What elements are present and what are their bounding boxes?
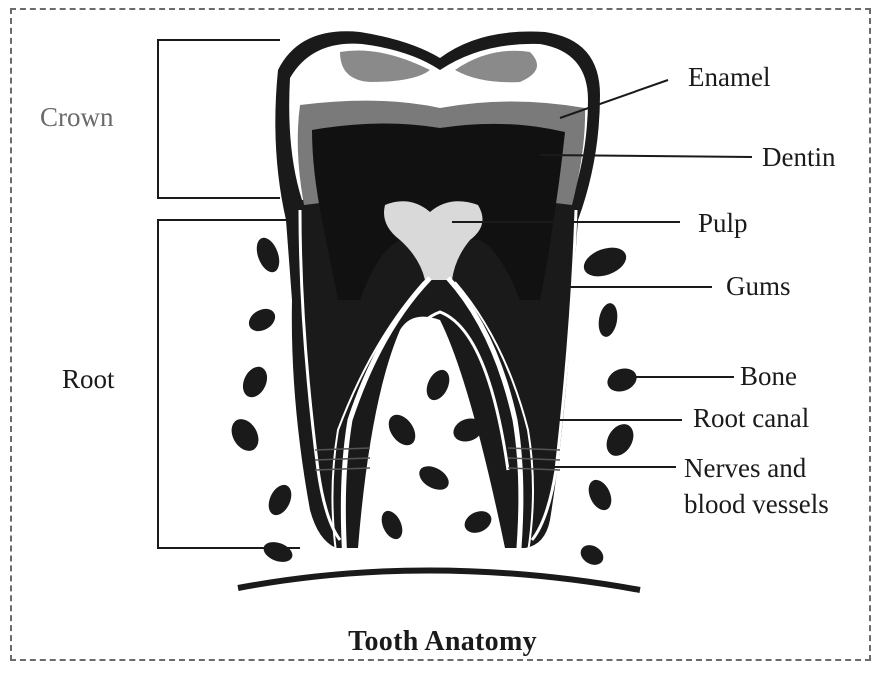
pulp-label: Pulp bbox=[698, 210, 748, 237]
diagram-title: Tooth Anatomy bbox=[0, 626, 885, 658]
jaw-baseline bbox=[238, 570, 640, 590]
root-label: Root bbox=[62, 366, 115, 393]
crown-label: Crown bbox=[40, 104, 114, 131]
gums-label: Gums bbox=[726, 273, 791, 300]
nerves-label: Nerves and blood vessels bbox=[684, 450, 884, 522]
crown-bracket bbox=[158, 40, 280, 198]
root-canal-label: Root canal bbox=[693, 405, 809, 432]
enamel-label: Enamel bbox=[688, 64, 770, 91]
nerves-label-line-1: Nerves and bbox=[684, 450, 884, 486]
bone-label: Bone bbox=[740, 363, 797, 390]
nerves-label-line-2: blood vessels bbox=[684, 486, 884, 522]
dentin-label: Dentin bbox=[762, 144, 836, 171]
